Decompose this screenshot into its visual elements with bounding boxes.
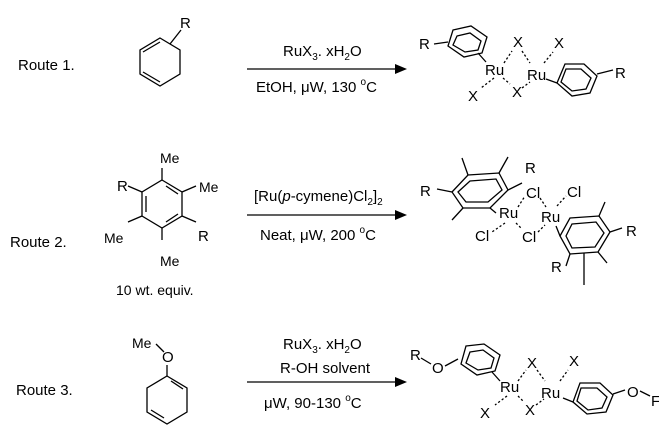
route-3-conditions-above: RuX3. xH2O — [283, 336, 362, 356]
route-2-conditions-above: [Ru(p-cymene)Cl2]2 — [254, 188, 383, 208]
route-3-product-x-top: X — [527, 355, 537, 372]
route-3-product-ru-right: Ru — [541, 385, 560, 402]
route-2-reactant-r-left: R — [117, 178, 128, 195]
route-3-product-o-right: O — [627, 384, 639, 401]
route-2-conditions-below: Neat, μW, 200 oC — [260, 225, 376, 244]
route-3-product-r-truncated: F — [651, 393, 659, 410]
route-3: Route 3. Me O RuX3. xH2O R-OH solvent μW… — [16, 335, 659, 425]
route-1-conditions-above: RuX3. xH2O — [283, 43, 362, 63]
route-3-label: Route 3. — [16, 382, 73, 399]
route-2-product-dimer: R R Ru Ru Cl Cl Cl Cl R R — [420, 156, 637, 285]
route-2-reactant-me-upper-right: Me — [199, 179, 219, 195]
route-3-product-r: R — [410, 347, 421, 364]
route-1-product-r-right: R — [615, 65, 626, 82]
route-2-product-ru-right: Ru — [541, 209, 560, 226]
route-1-product-ru-left: Ru — [485, 62, 504, 79]
route-2-product-cl-right: Cl — [567, 184, 581, 201]
route-1-reactant-r: R — [180, 15, 191, 32]
route-2-product-r-bottom: R — [551, 259, 562, 276]
route-3-conditions-below: μW, 90-130 oC — [264, 393, 362, 412]
route-2-product-cl-bottom: Cl — [522, 229, 536, 246]
route-2: Route 2. Me Me R Me Me R 10 wt. equiv. [ — [10, 150, 637, 298]
route-1-label: Route 1. — [18, 57, 75, 74]
route-2-product-ru-left: Ru — [499, 205, 518, 222]
route-3-reactant-me: Me — [132, 335, 152, 351]
route-2-reactant-r-right: R — [198, 228, 209, 245]
route-2-reactant-me-left: Me — [104, 230, 124, 246]
route-3-arrow — [247, 377, 407, 387]
route-3-reactant-methoxy-diene: Me O — [132, 335, 188, 425]
route-2-reactant-me-top: Me — [160, 150, 180, 166]
route-3-conditions-middle: R-OH solvent — [280, 360, 371, 377]
route-2-arrow — [247, 210, 407, 220]
route-1-conditions-below: EtOH, μW, 130 oC — [256, 77, 377, 96]
route-3-product-x-right: X — [569, 353, 579, 370]
route-1-arrow — [247, 64, 407, 74]
route-1-product-x-bottom: X — [512, 84, 522, 101]
route-1-product-ru-right: Ru — [527, 67, 546, 84]
route-2-product-cl-left: Cl — [475, 228, 489, 245]
route-2-product-r-top: R — [525, 160, 536, 177]
route-3-product-ru-left: Ru — [500, 379, 519, 396]
route-2-reagent-note: 10 wt. equiv. — [116, 282, 194, 298]
route-2-reactant-me-bottom: Me — [160, 253, 180, 269]
route-1: Route 1. R RuX3. xH2O EtOH, μW, 130 oC R… — [18, 15, 626, 105]
route-1-reactant-cyclohexadiene: R — [139, 15, 191, 87]
route-2-reactant-arene: Me Me R Me Me R — [104, 150, 219, 269]
route-3-product-dimer: R O Ru Ru X X X X O F — [410, 343, 659, 422]
route-3-reactant-o: O — [162, 349, 174, 366]
route-3-product-o-left: O — [432, 360, 444, 377]
route-2-product-r-left: R — [420, 183, 431, 200]
route-1-product-x-right: X — [554, 35, 564, 52]
route-3-product-x-left: X — [480, 405, 490, 422]
route-1-product-x-top: X — [513, 34, 523, 51]
route-3-product-x-bottom: X — [525, 402, 535, 419]
route-2-product-cl-top: Cl — [526, 185, 540, 202]
route-1-product-r-left: R — [419, 36, 430, 53]
route-1-product-x-left: X — [468, 88, 478, 105]
route-2-label: Route 2. — [10, 234, 67, 251]
route-2-product-r-right: R — [626, 223, 637, 240]
route-1-product-dimer: R Ru Ru X X X X R — [419, 25, 626, 105]
